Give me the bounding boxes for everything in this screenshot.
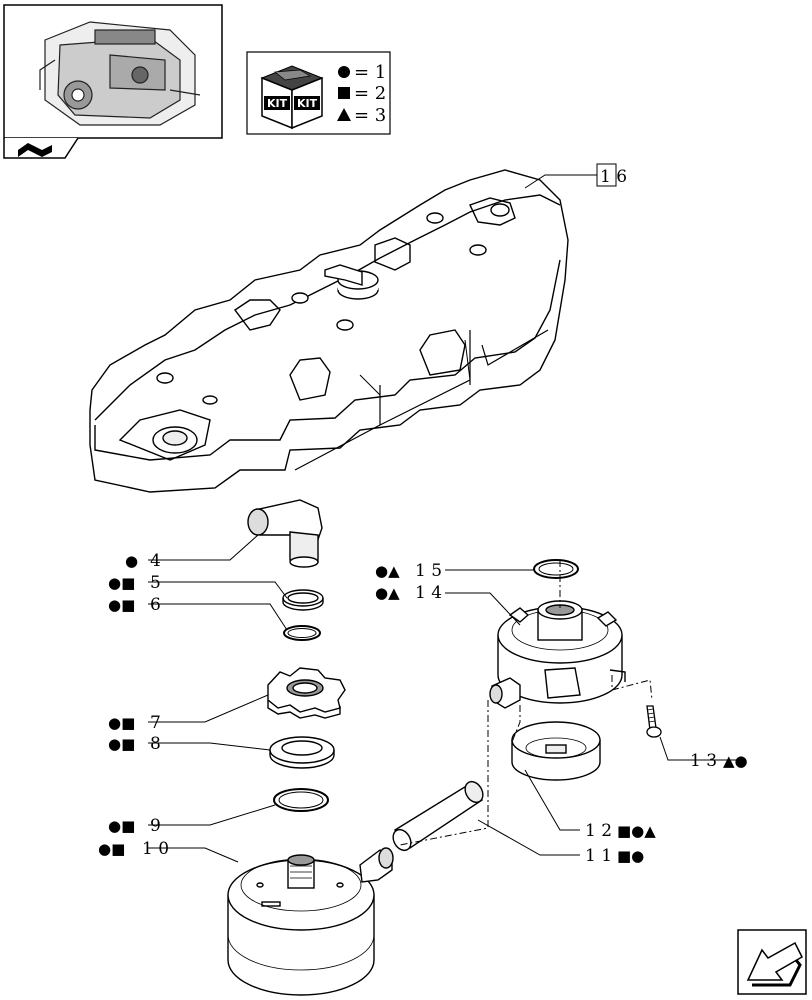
callout-4[interactable]: ● 4: [125, 551, 161, 571]
callout-symbols: ●: [125, 552, 138, 570]
callout-number: 1 0: [142, 839, 169, 859]
callout-number: 5: [150, 573, 161, 593]
callout-number: 1 3: [690, 751, 717, 771]
o-ring-15[interactable]: [533, 559, 579, 579]
callout-10[interactable]: ●■ 1 0: [98, 839, 169, 859]
o-ring-6[interactable]: [283, 625, 321, 641]
callout-11[interactable]: 1 1 ■●: [585, 846, 644, 866]
callout-number: 7: [150, 713, 161, 733]
callout-symbols: ●▲: [375, 584, 400, 602]
legend-value-2: = 2: [354, 83, 386, 104]
callout-number: 4: [150, 551, 161, 571]
kit-legend: KIT KIT = 1 = 2 = 3: [246, 51, 391, 135]
callout-number: 1 4: [415, 583, 442, 603]
callout-symbols: ●■: [108, 735, 135, 753]
washer-8[interactable]: [269, 736, 335, 769]
callout-number: 1 6: [600, 167, 627, 187]
legend-row-triangle: = 3: [337, 105, 386, 126]
o-ring-9[interactable]: [273, 788, 329, 812]
callout-symbols: ●■: [108, 714, 135, 732]
callout-number: 1 1: [585, 846, 612, 866]
callout-8[interactable]: ●■ 8: [108, 734, 161, 754]
kit-word-right: KIT: [297, 97, 318, 110]
engine-thumbnail-icon: [39, 21, 201, 126]
callout-number: 9: [150, 816, 161, 836]
valve-cover[interactable]: [89, 169, 569, 493]
cup-12[interactable]: [511, 721, 601, 781]
engine-thumbnail[interactable]: [3, 4, 223, 159]
hose-11[interactable]: [390, 778, 487, 853]
next-page-arrow-icon: [746, 941, 803, 987]
book-nav-icon[interactable]: [18, 143, 52, 157]
legend-row-square: = 2: [338, 83, 386, 104]
breather-housing-10[interactable]: [227, 847, 394, 996]
section-break-lines: [294, 329, 549, 471]
screw-13[interactable]: [646, 705, 662, 738]
kit-box-icon: KIT KIT: [260, 65, 324, 130]
square-symbol-icon: [338, 87, 350, 99]
callout-symbols: ■●: [617, 847, 644, 865]
callout-15[interactable]: ●▲ 1 5: [375, 561, 442, 581]
callout-number: 1 5: [415, 561, 442, 581]
callout-number: 1 2: [585, 821, 612, 841]
callout-number: 6: [150, 595, 161, 615]
callout-9[interactable]: ●■ 9: [108, 816, 161, 836]
separator-body-14[interactable]: [489, 600, 626, 709]
callout-6[interactable]: ●■ 6: [108, 595, 161, 615]
elbow-pipe[interactable]: [247, 499, 323, 568]
next-page-button[interactable]: [737, 929, 807, 995]
callout-symbols: ▲●: [723, 752, 748, 770]
callout-13[interactable]: 1 3 ▲●: [690, 751, 748, 771]
seal-ring-5[interactable]: [282, 589, 324, 611]
leader-lines: [148, 174, 738, 863]
circle-symbol-icon: [338, 66, 350, 78]
triangle-symbol-icon: [337, 108, 351, 121]
assembly-dash-lines: [399, 560, 653, 846]
callout-5[interactable]: ●■ 5: [108, 573, 161, 593]
callout-symbols: ●■: [108, 574, 135, 592]
legend-row-circle: = 1: [338, 62, 386, 83]
kit-word-left: KIT: [267, 97, 288, 110]
retaining-nut-7[interactable]: [267, 667, 346, 719]
callout-14[interactable]: ●▲ 1 4: [375, 583, 442, 603]
legend-value-3: = 3: [354, 105, 386, 126]
callout-symbols: ●■: [98, 840, 125, 858]
callout-symbols: ●■: [108, 817, 135, 835]
callout-symbols: ●■: [108, 596, 135, 614]
callout-12[interactable]: 1 2 ■●▲: [585, 821, 656, 841]
callout-symbols: ●▲: [375, 562, 400, 580]
callout-16[interactable]: 1 6: [596, 163, 627, 187]
callout-7[interactable]: ●■ 7: [108, 713, 161, 733]
callout-symbols: ■●▲: [617, 822, 656, 840]
callout-number: 8: [150, 734, 161, 754]
legend-value-1: = 1: [354, 62, 386, 83]
oil-filler-cap[interactable]: [324, 264, 379, 300]
